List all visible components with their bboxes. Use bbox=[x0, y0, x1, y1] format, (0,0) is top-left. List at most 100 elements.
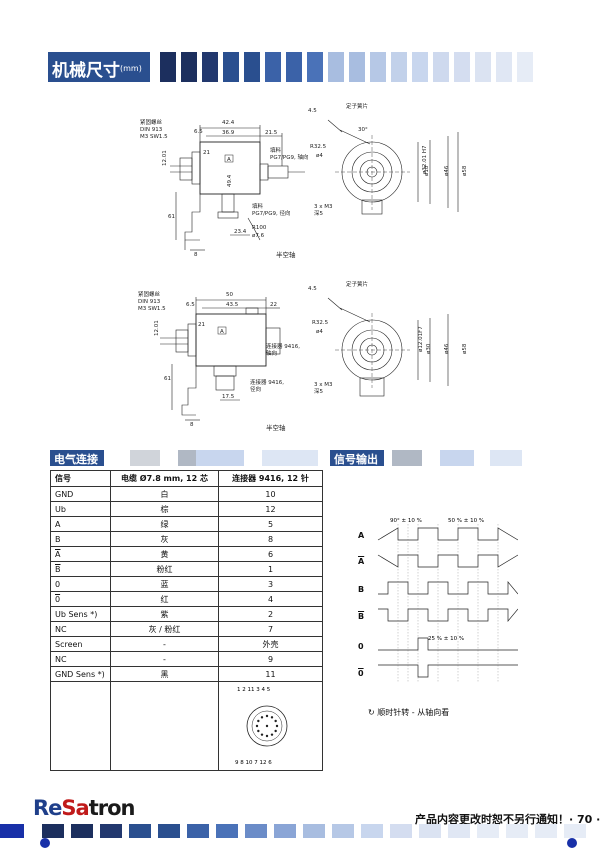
footer-square bbox=[100, 824, 122, 838]
table-cell: NC bbox=[50, 651, 111, 667]
sv2-dim-30: ø30 bbox=[426, 343, 432, 354]
d1-note-m3: M3 SW1.5 bbox=[140, 134, 168, 140]
table-cell bbox=[50, 681, 111, 771]
side-view-1-labels: 4.5 30° R32.5 ø4 ø32.01 H7 ø18 ø46 ø58 定… bbox=[308, 102, 468, 217]
electrical-section-title: 电气连接 bbox=[50, 450, 104, 466]
sv1-dim-a: 4.5 bbox=[308, 108, 317, 114]
footer-square bbox=[129, 824, 151, 838]
connector-pin bbox=[265, 714, 269, 718]
connector-pin bbox=[265, 734, 269, 738]
table-cell: - bbox=[110, 636, 219, 652]
table-cell: B bbox=[50, 531, 111, 547]
header-square bbox=[454, 52, 470, 82]
table-cell: Screen bbox=[50, 636, 111, 652]
d1-note-cable-rad2: PG7/PG9, 径向 bbox=[252, 209, 291, 217]
sv2-dim-r: R32.5 bbox=[312, 320, 329, 326]
col-signal: 信号 bbox=[50, 470, 111, 487]
table-cell: - bbox=[110, 651, 219, 667]
connector-top-labels: 1 2 11 3 4 5 bbox=[237, 687, 271, 693]
table-cell: B bbox=[50, 561, 111, 577]
footer-square bbox=[71, 824, 93, 838]
table-cell: 红 bbox=[110, 591, 219, 607]
sv1-dim-angle: 30° bbox=[358, 127, 368, 133]
logo-part: tron bbox=[88, 796, 136, 820]
d1-dim-g: 8 bbox=[194, 252, 198, 258]
table-cell bbox=[110, 681, 219, 771]
d2-dim-width: 50 bbox=[226, 292, 233, 298]
table-cell: 9 bbox=[218, 651, 323, 667]
footer-square bbox=[158, 824, 180, 838]
electrical-section-header: 电气连接 bbox=[50, 450, 322, 466]
d2-note-m3: M3 SW1.5 bbox=[138, 306, 166, 312]
table-cell: 黄 bbox=[110, 546, 219, 562]
connector-diagram-cell: 1 2 11 3 4 5 9 8 10 7 12 6 bbox=[218, 681, 323, 771]
side-view-1 bbox=[327, 119, 459, 215]
d1-note-screw: 紧固螺丝 bbox=[140, 118, 163, 126]
d1-dim-width: 42.4 bbox=[222, 120, 235, 126]
table-cell: 灰 / 粉红 bbox=[110, 621, 219, 637]
d1-dim-f: 61 bbox=[168, 214, 175, 220]
header-block bbox=[130, 450, 160, 466]
table-cell: GND bbox=[50, 486, 111, 502]
header-square bbox=[328, 52, 344, 82]
header-square bbox=[433, 52, 449, 82]
header-square bbox=[496, 52, 512, 82]
signal-label-a-inv: A bbox=[358, 557, 365, 566]
header-square bbox=[202, 52, 218, 82]
table-cell: 绿 bbox=[110, 516, 219, 532]
connector-pin bbox=[260, 716, 264, 719]
waveform-trace bbox=[377, 527, 519, 541]
drawing1-labels: 42.4 6.5 36.9 21.5 12.01 21 61 8 23.4 R1… bbox=[140, 118, 309, 259]
header-square bbox=[223, 52, 239, 82]
signal-label-zero: 0 bbox=[358, 642, 364, 651]
waveform-trace bbox=[378, 637, 518, 651]
footer-bar-left bbox=[0, 824, 24, 838]
signal-section-header: 信号输出 bbox=[330, 450, 526, 466]
footer-square bbox=[274, 824, 296, 838]
d1-dim-c: 21.5 bbox=[265, 130, 278, 136]
table-cell: GND Sens *) bbox=[50, 666, 111, 682]
sv1-dim-h7: ø32.01 H7 bbox=[422, 145, 428, 174]
section-header: 机械尺寸 (mm) bbox=[48, 52, 548, 82]
d2-dim-f: 61 bbox=[164, 376, 171, 382]
sv2-dim-d4: ø4 bbox=[316, 329, 323, 335]
sv2-dim-58: ø58 bbox=[462, 343, 468, 354]
waveform-trace bbox=[378, 608, 519, 622]
waveform-svg: 90° ± 10 % 50 % ± 10 % 25 % ± 10 % bbox=[377, 518, 519, 682]
signal-section-title: 信号输出 bbox=[330, 450, 384, 466]
connector-pin bbox=[274, 719, 277, 723]
rotation-note: ↻ 顺时针转 - 从轴向看 bbox=[368, 708, 450, 717]
connector-pin bbox=[274, 729, 277, 733]
sv1-dim-d4: ø4 bbox=[316, 153, 323, 159]
sv2-dim-f7: ø12.01F7 bbox=[418, 326, 424, 352]
signal-waveform-diagram: 90° ± 10 % 50 % ± 10 % 25 % ± 10 % A A B… bbox=[358, 512, 519, 687]
footer-square bbox=[361, 824, 383, 838]
d2-note-screw: 紧固螺丝 bbox=[138, 290, 161, 298]
d2-dim-h: 17.5 bbox=[222, 394, 235, 400]
header-square bbox=[286, 52, 302, 82]
page-title: 机械尺寸 (mm) bbox=[48, 52, 150, 82]
logo-part: Re bbox=[33, 796, 62, 820]
sv2-dim-46: ø46 bbox=[444, 343, 450, 354]
d1-dim-e: 21 bbox=[203, 150, 210, 156]
header-square bbox=[244, 52, 260, 82]
duty-dim-label: 50 % ± 10 % bbox=[448, 518, 484, 524]
signal-label-b-inv: B bbox=[358, 612, 365, 621]
table-cell: 棕 bbox=[110, 501, 219, 517]
table-cell: 4 bbox=[218, 591, 323, 607]
d2-dim-d: 12.01 bbox=[154, 320, 160, 336]
footer-square bbox=[216, 824, 238, 838]
d1-note-cable-rad: 填料 bbox=[252, 202, 264, 210]
page-title-text: 机械尺寸 bbox=[52, 61, 120, 81]
d2-note-conn-ax2: 轴向 bbox=[266, 349, 277, 357]
d2-note-din: DIN 913 bbox=[138, 299, 161, 305]
header-square bbox=[349, 52, 365, 82]
header-square bbox=[517, 52, 533, 82]
table-cell: 粉红 bbox=[110, 561, 219, 577]
